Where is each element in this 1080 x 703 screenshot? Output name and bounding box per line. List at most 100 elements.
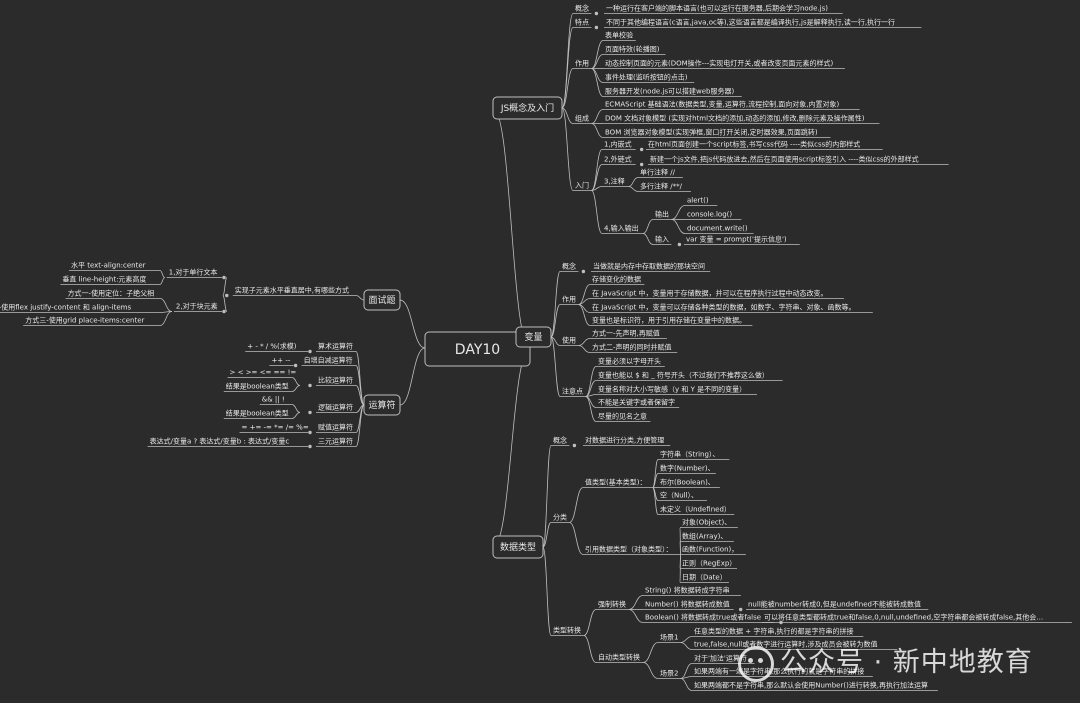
dt-scene1-connector-0	[680, 636, 693, 643]
var-connector-0	[550, 271, 561, 338]
topic-interview-label: 面试题	[368, 294, 395, 306]
op-logic-c1	[291, 404, 301, 413]
dt-primitive-item: 空（Null）、	[660, 491, 698, 500]
op-ternary-text: 表达式/变量a ? 表达式/变量b : 表达式/变量c	[150, 437, 290, 446]
iv-text-item: 垂直 line-height:元素高度	[62, 275, 146, 284]
iv-block-dot	[222, 309, 226, 314]
var-usage-item: 方式一-先声明,再赋值	[592, 329, 660, 338]
var-usage-label: 使用	[562, 336, 576, 345]
dt-implicit-label: 自动类型转换	[598, 653, 640, 662]
op-logic-dot	[308, 410, 312, 415]
var-note-item: 变量名称对大小写敏感（y 和 Y 是不同的变量）	[598, 385, 746, 394]
dt-reference-item: 正则（RegExp）	[682, 560, 736, 568]
dt-scene2-item: 如果两端都不是字符串,那么默认会使用Number()进行转换,再执行加法运算	[694, 681, 928, 690]
js-intro4-label: 4,输入输出	[604, 224, 639, 233]
dt-reference-item: 数组(Array)、	[682, 532, 727, 541]
js-connector-1	[561, 27, 574, 109]
topic-variables-label: 变量	[524, 331, 542, 343]
central-topic-label: DAY10	[455, 342, 500, 358]
dt-primitive-label: 值类型(基本类型)：	[585, 478, 646, 487]
js-input-text: var 变量 = prompt('提示信息')	[686, 235, 787, 244]
dt-reference-item: 日期（Date）	[682, 574, 727, 582]
js-use-connector-3	[591, 68, 604, 83]
var-note-item: 变量也能以 $ 和 _ 符号开头（不过我们不推荐这么做）	[598, 371, 769, 380]
central-topic[interactable]	[424, 331, 531, 367]
js-comment-item: 多行注释 /**/	[640, 182, 683, 191]
js-intro1-text: 在html页面创建一个script标签,书写css代码 ----类似css的内部…	[648, 140, 860, 149]
link-root-interview	[399, 299, 426, 349]
iv-question-dot	[225, 293, 229, 298]
op-compare-c1	[291, 377, 301, 386]
op-link-compare	[355, 385, 365, 406]
js-use-item: 动态控制页面的元素(DOM操作---实现电灯开关,或者改变页面元素的样式)	[605, 59, 833, 68]
js-use-item: 表单校验	[605, 31, 633, 40]
js-intro-connector-2	[591, 186, 603, 191]
dt-explicit-number-note: null能被number转成0,但是undefined不能被转成数值	[748, 600, 921, 609]
dt-connector-1	[542, 522, 552, 548]
var-usage-connector-0	[578, 338, 591, 346]
var-use-item: 变量也是标识符，用于引用存储在变量中的数据。	[592, 316, 746, 325]
js-intro-connector-0	[591, 149, 603, 191]
op-ternary-label: 三元运算符	[318, 437, 353, 446]
js-use-connector-1	[591, 54, 604, 69]
watermark-text: 公众号 · 新中地教育	[780, 647, 1033, 678]
op-compare-text: > < >= <= == !=	[230, 369, 297, 377]
var-use-item: 在 JavaScript 中，变量用于存储数据，并可以在程序执行过程中动态改变。	[592, 289, 828, 298]
js-comp-item: ECMAScript 基础语法(数据类型,变量,运算符,流程控制,面向对象,内置…	[605, 100, 840, 109]
dt-primitive-connector-1	[652, 473, 659, 488]
op-link-ternary	[355, 404, 365, 447]
iv-block-c0	[159, 298, 173, 312]
js-output-item: console.log()	[687, 211, 732, 219]
iv-q-link-1	[222, 277, 228, 296]
dt-connector-2	[542, 546, 552, 636]
dt-primitive-item: 布尔(Boolean)、	[660, 478, 715, 487]
js-intro1-label: 1,内嵌式	[604, 140, 632, 149]
op-arith-label: 算术运算符	[318, 342, 353, 351]
js-use-label: 作用	[575, 59, 589, 68]
dt-classify-label: 分类	[553, 513, 567, 522]
js-comment-connector-0	[628, 177, 639, 187]
js-comp-connector-0	[591, 109, 604, 124]
js-comment-item: 单行注释 //	[640, 168, 676, 177]
dt-implicit-connector-0	[643, 642, 659, 663]
js-intro2-text: 新建一个js文件,把js代码放进去,然后在页面使用script标签引入 ----…	[650, 155, 919, 164]
op-assign-label: 赋值运算符	[318, 423, 353, 432]
var-use-connector-0	[578, 284, 591, 305]
op-incdec-label: 自增自减运算符	[304, 356, 353, 365]
dt-scene2-item: 如果两端有一端是字符串,那么执行的就是字符串的拼接	[694, 667, 864, 676]
js-feature-label: 特点	[575, 18, 589, 27]
dt-scene2-head: 对于'加法'运算符	[694, 654, 747, 663]
dt-implicit-connector-1	[643, 662, 659, 679]
dt-explicit-connector-2	[628, 609, 644, 623]
iv-text-item: 水平 text-align:center	[71, 261, 146, 270]
iv-q-link-2	[222, 295, 228, 312]
dt-classify-connector-1	[569, 522, 584, 555]
dt-explicit-string: String() 将数据转成字符串	[645, 586, 730, 595]
js-concept-dot	[594, 11, 599, 16]
dt-scene1-label: 场景1	[660, 633, 678, 642]
dt-explicit-number-dot	[738, 607, 743, 612]
var-usage-item: 方式二-声明的同时并赋值	[592, 343, 672, 352]
op-compare-result: 结果是boolean类型	[226, 382, 289, 391]
js-comp-label: 组成	[575, 114, 589, 123]
dt-primitive-connector-0	[652, 459, 659, 488]
dt-explicit-boolean: Boolean() 将数据转成true或者false	[645, 613, 761, 622]
js-use-connector-0	[591, 40, 604, 69]
js-input-dot	[677, 242, 682, 247]
op-arith-text: + - * / %(求模)	[247, 342, 297, 351]
iv-text-c1	[159, 270, 165, 278]
op-logic-c2	[291, 412, 301, 419]
op-logic-text: && || !	[262, 396, 285, 404]
js-output-item: alert()	[687, 197, 709, 205]
dt-concept-dot	[572, 443, 577, 448]
dt-convert-connector-0	[583, 609, 597, 636]
js-intro-connector-1	[591, 164, 603, 191]
dt-primitive-connector-4	[652, 487, 659, 515]
wechat-logo-icon	[738, 645, 774, 682]
js-connector-0	[561, 13, 574, 109]
dt-classify-connector-0	[569, 487, 584, 523]
js-io-connector-1	[642, 233, 654, 245]
iv-block-c2	[159, 311, 173, 326]
var-concept-dot	[581, 269, 586, 274]
